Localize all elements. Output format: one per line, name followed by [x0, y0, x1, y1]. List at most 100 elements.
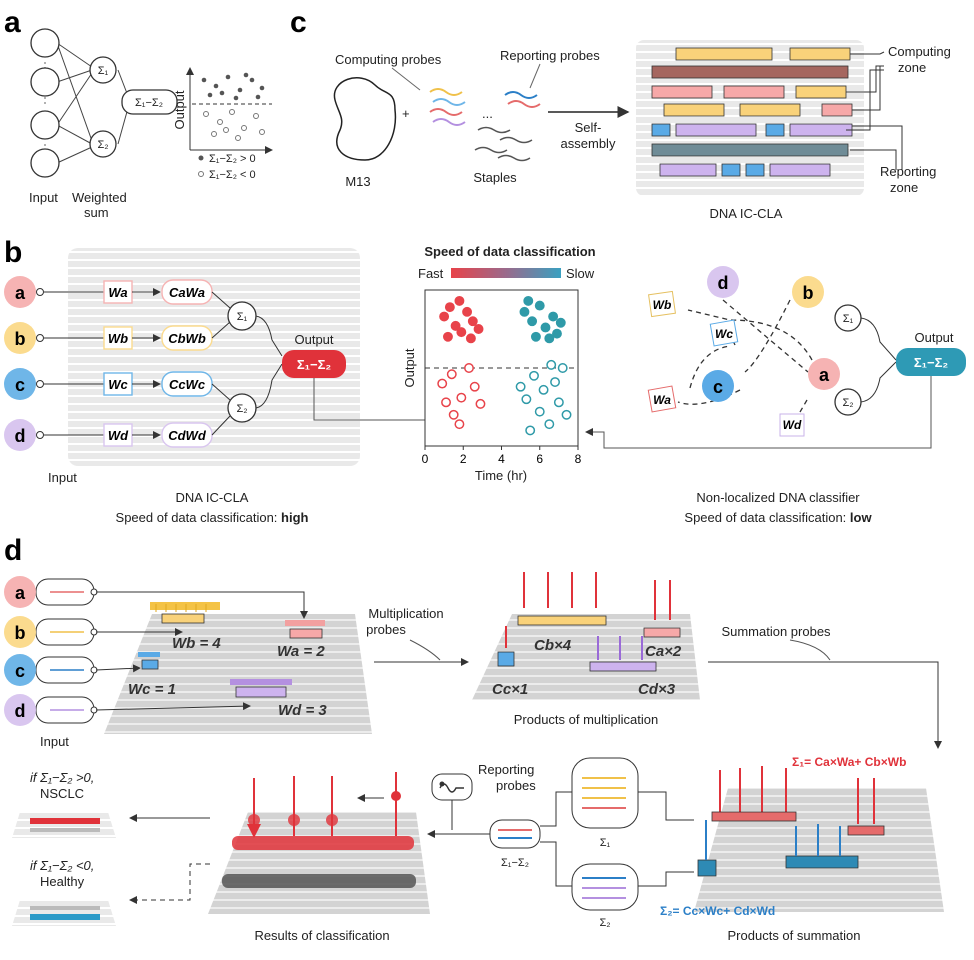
speed-slow: Slow: [566, 266, 595, 281]
sigma2-link: [638, 871, 694, 887]
chart-point-s2-5: [530, 331, 541, 342]
b-right-caption-2: Speed of data classification: low: [684, 510, 872, 525]
diff-node-label: Σ₁−Σ₂: [135, 97, 163, 109]
chart-point-s0-9: [465, 333, 476, 344]
d-input-node-b: [4, 616, 36, 648]
self-assembly-label-1: Self-: [575, 120, 602, 135]
input-d-wire: [95, 702, 251, 711]
chart-x-tick-1: 2: [460, 452, 467, 466]
sum2-strands: [705, 820, 841, 860]
chart-point-s2-6: [552, 328, 562, 339]
positive-result-tile: [12, 812, 116, 838]
b-input-node-d: [4, 419, 36, 451]
results-to-negative-arrow: [129, 863, 210, 904]
chart-point-s2-9: [555, 317, 566, 328]
d-input-letter-b: b: [15, 623, 26, 643]
computing-zone-label-1: Computing: [888, 44, 951, 59]
chart-point-s1-2: [456, 392, 467, 403]
m13-label: M13: [345, 174, 370, 189]
reporting-probe-pill: [431, 773, 473, 801]
non-localized-dashed-paths: [677, 299, 813, 413]
chart-point-s3-10: [546, 359, 557, 370]
product-b-base: [517, 615, 607, 626]
chart-point-s3-1: [521, 394, 532, 405]
chart-point-s3-2: [529, 370, 539, 381]
b-output-label: Output: [294, 332, 333, 347]
b-product-b: CbWb: [168, 331, 206, 346]
nl-node-a-label: a: [819, 365, 830, 385]
b-input-label: Input: [48, 470, 77, 485]
results-grey-band: [222, 874, 416, 888]
nl-output-to-chart-arrow: [585, 376, 932, 449]
b-input-node-c: [4, 368, 36, 400]
input-label: Input: [29, 190, 58, 205]
sum1-yellow-base: [711, 811, 797, 822]
reporting-zone-label-1: Reporting: [880, 164, 936, 179]
nl-output-box: [896, 348, 966, 376]
panel-a-mini-scatter: Output Σ₁−Σ₂ > 0 Σ₁−Σ₂ < 0: [172, 67, 273, 181]
input-a-wire: [96, 591, 308, 619]
b-right-caption-1: Non-localized DNA classifier: [696, 490, 860, 505]
chart-point-s2-2: [534, 300, 545, 311]
products-multiplication-caption: Products of multiplication: [514, 712, 659, 727]
chart-point-s0-7: [473, 324, 484, 334]
sum2-equation: Σ₂= Cc×Wc+ Cd×Wd: [660, 904, 775, 918]
weighted-label-1: Weighted: [72, 190, 127, 205]
chart-x-label: Time (hr): [475, 468, 527, 483]
reporting-probes-leader: [529, 63, 541, 89]
nl-weight-wc: [709, 319, 739, 347]
chart-point-s1-4: [448, 409, 459, 420]
tile2-to-tile3-arrow: [708, 661, 942, 749]
sum1-red-base: [847, 825, 885, 836]
chart-point-s0-3: [456, 327, 467, 338]
sigma1-to-diff: [540, 791, 572, 827]
speed-fast: Fast: [418, 266, 444, 281]
diff-node: [121, 89, 178, 115]
nl-node-d: [707, 266, 739, 298]
chart-point-s2-1: [527, 316, 538, 327]
summation-caption: Products of summation: [728, 928, 861, 943]
d-input-letter-c: c: [15, 661, 25, 681]
input-node-1: [30, 28, 60, 58]
positive-result-control: [30, 828, 100, 832]
nl-weight-wb-label: Wb: [653, 298, 672, 312]
chart-point-s3-4: [538, 384, 549, 395]
b-sum-node-2: [227, 393, 257, 423]
multiplication-probes-2: probes: [366, 622, 406, 637]
nl-sum-node-1-label: Σ₁: [843, 313, 854, 325]
nl-weight-wd: [779, 413, 805, 437]
self-assembly-label-2: assembly: [561, 136, 616, 151]
sum-node-2: [89, 130, 117, 158]
panel-a: a Σ₁ Σ₂ Σ₁−Σ₂ Input Weighted sum: [4, 6, 273, 220]
staple-strands: [474, 126, 533, 162]
chart-point-s2-4: [548, 311, 559, 322]
b-input-letter-d: d: [15, 426, 26, 446]
ic-cla-tile: [636, 40, 864, 196]
panel-c-label: c: [290, 6, 307, 39]
input-node-3: [30, 110, 60, 140]
chart-point-s0-5: [467, 316, 478, 327]
panel-a-edges: [56, 42, 129, 164]
positive-result-band: [30, 818, 100, 824]
chart-point-s3-9: [525, 425, 536, 436]
nl-node-a: [808, 358, 840, 390]
diff-pill-label: Σ₁−Σ₂: [501, 857, 529, 869]
ic-cla-caption: DNA IC-CLA: [710, 206, 783, 221]
b-output-diff: Σ₁−Σ₂: [297, 357, 332, 372]
b-input-letter-b: b: [15, 329, 26, 349]
non-localized-classifier: d b c a Wb Wc Wa Wd Σ₁ Σ₂ Output Σ₁−Σ₂ N…: [585, 266, 966, 525]
d-input-letter-a: a: [15, 583, 26, 603]
sum-node-1-label: Σ₁: [98, 65, 109, 77]
multiplication-probes-leader: [409, 639, 441, 661]
chart-x-tick-2: 4: [498, 452, 505, 466]
b-left-caption-2: Speed of data classification: high: [116, 510, 309, 525]
chart-point-s3-3: [534, 406, 545, 417]
nl-node-c-label: c: [713, 377, 723, 397]
input-node-4: [30, 148, 60, 178]
plus-sign: +: [402, 106, 410, 121]
d-input-label: Input: [40, 734, 69, 749]
staples-label: Staples: [473, 170, 517, 185]
